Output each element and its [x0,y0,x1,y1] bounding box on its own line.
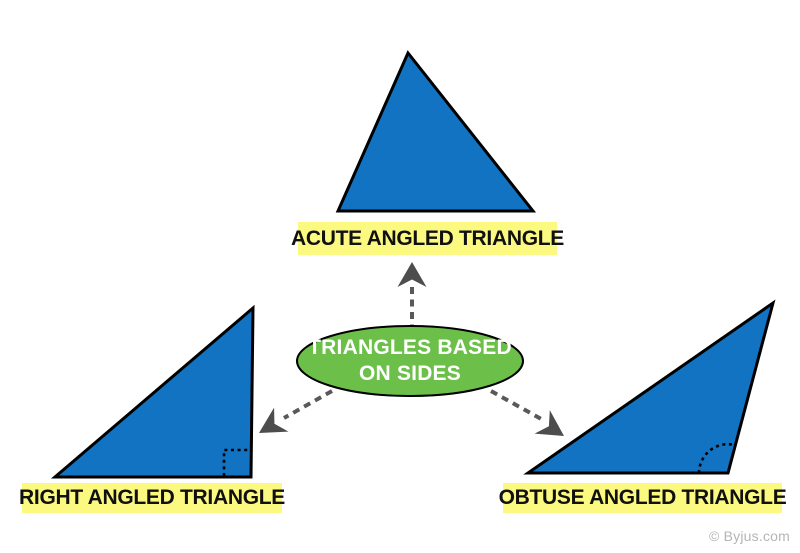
arrow-up-icon [397,262,427,326]
obtuse-angle-marker-icon [697,442,736,474]
acute-triangle-shape [335,50,537,213]
arrow-down-left-icon [259,389,333,433]
right-triangle-shape [50,304,255,479]
obtuse-triangle-shape [523,299,776,475]
right-angle-marker-icon [222,448,250,476]
label-acute-angled-triangle: ACUTE ANGLED TRIANGLE [291,222,564,255]
center-label-line1: TRIANGLES BASED [308,336,512,359]
arrow-down-right-icon [490,389,564,436]
center-node-label: TRIANGLES BASED ON SIDES [297,330,523,392]
label-right-angled-triangle: RIGHT ANGLED TRIANGLE [19,483,285,513]
watermark-byjus: © Byjus.com [709,528,790,544]
label-obtuse-angled-triangle: OBTUSE ANGLED TRIANGLE [499,483,787,513]
center-label-line2: ON SIDES [359,362,461,385]
center-ellipse [296,325,524,397]
